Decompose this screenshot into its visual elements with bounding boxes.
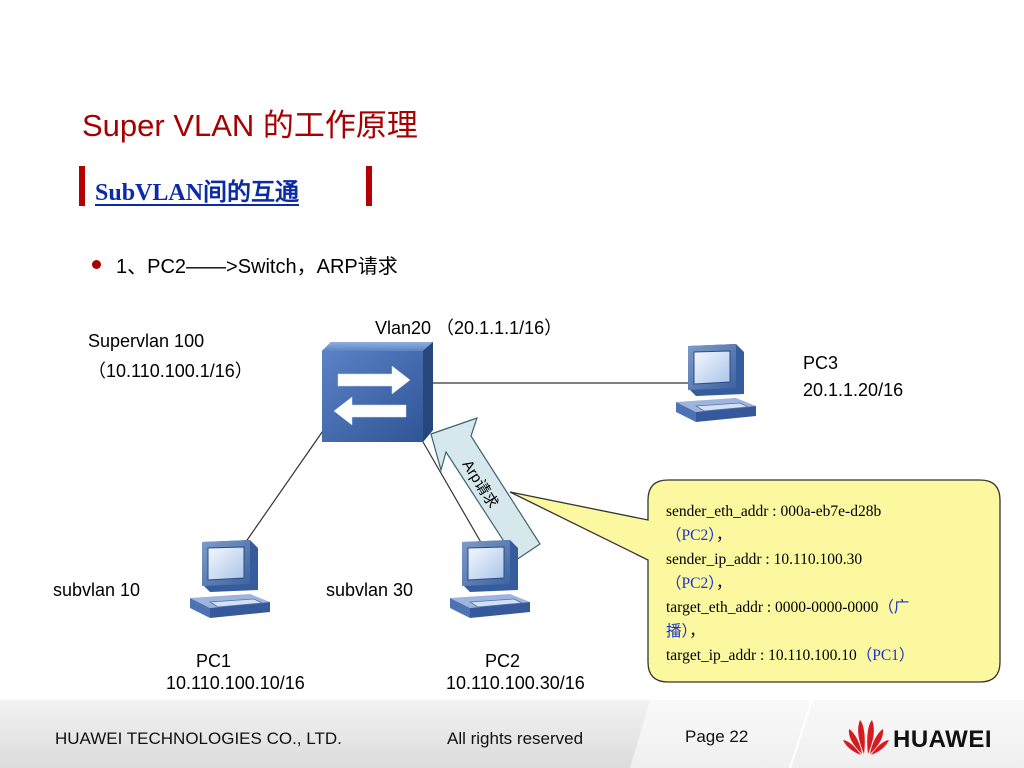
network-diagram: Arp请求 bbox=[189, 342, 1001, 683]
footer-bar: HUAWEI TECHNOLOGIES CO., LTD. All rights… bbox=[0, 700, 1024, 768]
callout-line: sender_eth_addr : 000a-eb7e-d28b bbox=[666, 503, 882, 520]
arp-callout-bubble bbox=[509, 479, 1001, 683]
pc1-icon bbox=[189, 540, 271, 619]
bullet-dot bbox=[92, 260, 101, 269]
footer-rights: All rights reserved bbox=[447, 729, 584, 748]
callout-line: （PC2）， bbox=[666, 575, 732, 592]
supervlan-ip: （10.110.100.1/16） bbox=[88, 361, 253, 381]
callout-line: target_eth_addr : 0000-0000-0000（广 bbox=[666, 599, 910, 616]
pc3-name: PC3 bbox=[803, 353, 839, 373]
switch-icon bbox=[322, 342, 433, 442]
footer-company: HUAWEI TECHNOLOGIES CO., LTD. bbox=[55, 729, 342, 748]
footer-page: Page 22 bbox=[685, 727, 749, 746]
huawei-logo-icon bbox=[843, 720, 889, 755]
huawei-logo-text: HUAWEI bbox=[893, 726, 992, 753]
arp-request-arrow bbox=[430, 417, 541, 561]
pc1-ip: 10.110.100.10/16 bbox=[166, 673, 305, 693]
link-switch-pc2 bbox=[422, 441, 491, 559]
page-title: Super VLAN 的工作原理 bbox=[82, 108, 418, 143]
pc3-ip: 20.1.1.20/16 bbox=[803, 380, 904, 400]
subtitle-right-bar bbox=[366, 166, 372, 206]
supervlan-label: Supervlan 100 bbox=[88, 331, 205, 351]
pc2-subvlan: subvlan 30 bbox=[326, 580, 414, 600]
subtitle-left-bar bbox=[79, 166, 85, 206]
pc1-name: PC1 bbox=[196, 651, 232, 671]
callout-line: sender_ip_addr : 10.110.100.30 bbox=[666, 551, 863, 568]
subtitle: SubVLAN间的互通 bbox=[95, 180, 300, 206]
link-switch-pc1 bbox=[235, 424, 328, 557]
callout-line: 播）， bbox=[666, 623, 705, 640]
footer-decoration bbox=[630, 700, 1024, 768]
bullet-text: 1、PC2——>Switch，ARP请求 bbox=[116, 256, 398, 278]
pc3-icon bbox=[675, 344, 757, 423]
pc2-ip: 10.110.100.30/16 bbox=[446, 673, 585, 693]
callout-line: target_ip_addr : 10.110.100.10（PC1） bbox=[666, 647, 915, 664]
callout-line: （PC2）， bbox=[666, 527, 732, 544]
arp-packet-details: sender_eth_addr : 000a-eb7e-d28b （PC2）， … bbox=[666, 500, 996, 668]
subtitle-box: SubVLAN间的互通 bbox=[79, 166, 379, 206]
pc2-icon bbox=[449, 540, 531, 619]
pc1-subvlan: subvlan 10 bbox=[53, 580, 141, 600]
pc2-name: PC2 bbox=[485, 651, 521, 671]
vlan20-label: Vlan20 （20.1.1.1/16） bbox=[375, 318, 563, 338]
